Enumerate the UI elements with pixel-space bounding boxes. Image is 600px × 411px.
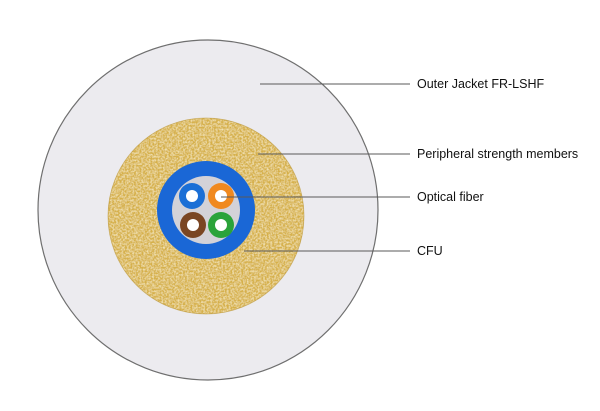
fiber-blue <box>179 183 205 209</box>
fiber-orange <box>208 183 234 209</box>
label-cfu: CFU <box>417 244 443 258</box>
fiber-brown <box>180 212 206 238</box>
label-strength-members: Peripheral strength members <box>417 147 578 161</box>
label-optical-fiber: Optical fiber <box>417 190 484 204</box>
strength-members-edge <box>107 117 305 315</box>
label-outer-jacket: Outer Jacket FR-LSHF <box>417 77 544 91</box>
fiber-green <box>208 212 234 238</box>
